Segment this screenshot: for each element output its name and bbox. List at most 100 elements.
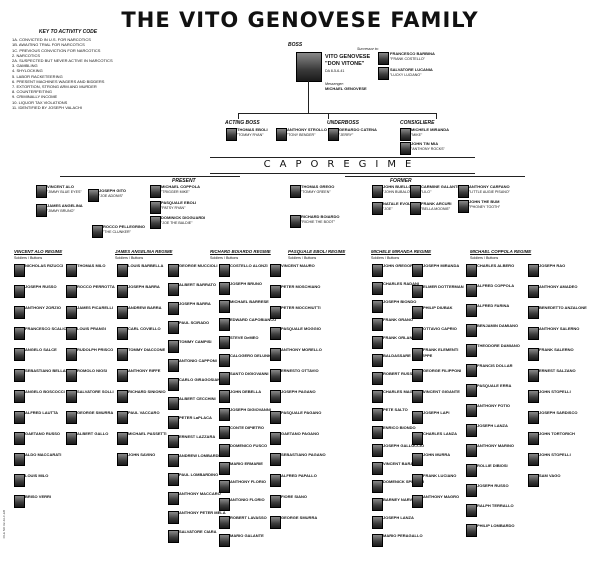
soldier-photo: [412, 348, 423, 361]
soldier-photo: [219, 354, 230, 367]
soldier-name: JOSEPH MIRANDA: [423, 263, 460, 268]
soldier-photo: [14, 369, 25, 382]
boss-connector: [308, 81, 309, 113]
soldier-name: SALVATORE SOLLI: [77, 389, 114, 394]
soldier-photo: [528, 327, 539, 340]
soldier-photo: [412, 453, 423, 466]
soldier-name: ALBERT BARRATO: [179, 282, 216, 287]
soldier-name: ANTHONY SALERNO: [539, 326, 580, 331]
capo-present-name: RICHARD BOIARDO: [301, 214, 340, 219]
soldier-name: ANDREW LOMBARDINO: [179, 453, 226, 458]
soldier-photo: [117, 390, 128, 403]
soldier-photo: [372, 390, 383, 403]
soldier-name: ANGELO SALCE: [25, 347, 57, 352]
soldier-name: VINCENT GIGANTE: [423, 389, 460, 394]
boss-label: BOSS: [288, 42, 303, 48]
soldier-photo: [66, 369, 77, 382]
soldier-name: FRANK GRANO: [383, 317, 413, 322]
soldier-name: ROBERT RUSSELLO: [383, 371, 423, 376]
regime-title: PASQUALE EBOLI REGIME: [288, 249, 346, 254]
soldier-name: GEORGE SMURRA: [281, 515, 318, 520]
capo-present-name: MICHAEL COPPOLA: [161, 184, 201, 189]
soldier-photo: [372, 300, 383, 313]
successor-alias-2: "LUCKY LUCIANO": [390, 73, 422, 77]
regime-subtitle: Soldiers / Buttons: [371, 256, 400, 260]
soldier-photo: [168, 378, 179, 391]
soldier-photo: [528, 390, 539, 403]
soldier-name: ANTONIO FLORIO: [230, 497, 265, 502]
soldier-photo: [372, 282, 383, 295]
soldier-photo: [219, 462, 230, 475]
soldier-photo: [412, 285, 423, 298]
caporegime-banner: CAPOREGIME: [263, 159, 421, 170]
capo-present-alias: "JIMMY BRUNO": [47, 209, 75, 213]
soldier-name: JOSEPH BARRA: [128, 284, 160, 289]
capo-former-name: CARMINE GALANTE: [421, 184, 461, 189]
acting-boss-photo: [226, 128, 237, 141]
assistant-photo: [276, 128, 287, 141]
soldier-name: PHILIP LOMBARDO: [477, 523, 515, 528]
capo-present-name: VINCENT ALO: [47, 184, 74, 189]
capo-present-photo: [36, 185, 47, 198]
soldier-name: ROCCO PERROTTA: [77, 284, 115, 289]
capo-former-name: FRANK ARCURI: [421, 201, 452, 206]
capo-former-alias: "JOE": [383, 207, 393, 211]
boss-code: DA 8-5-6-41: [325, 69, 345, 73]
soldier-photo: [66, 432, 77, 445]
soldier-photo: [466, 364, 477, 377]
soldier-name: FRANCIS DOLLAR: [477, 363, 513, 368]
soldier-name: GEORGE FILIPPONI: [423, 368, 462, 373]
soldier-photo: [466, 464, 477, 477]
capo-former-photo: [458, 200, 469, 213]
soldier-photo: [270, 327, 281, 340]
capo-former-name: NATALE EVOLA: [383, 201, 414, 206]
soldier-name: BENJAMIN DAMIANO: [477, 323, 519, 328]
soldier-photo: [14, 306, 25, 319]
soldier-photo: [372, 336, 383, 349]
soldier-photo: [219, 390, 230, 403]
activity-code-key: KEY TO ACTIVITY CODE 1A. CONVICTED IN U.…: [12, 29, 124, 110]
capo-present-name: THOMAS GREGO: [301, 184, 335, 189]
soldier-name: JOSEPH PAGANO: [281, 389, 316, 394]
soldier-name: ALFRED PAPALLO: [281, 473, 317, 478]
jt-photo: [400, 142, 411, 155]
soldier-photo: [117, 264, 128, 277]
soldier-name: ANTHONY FLORIO: [230, 479, 266, 484]
soldier-photo: [168, 530, 179, 543]
capo-present-photo: [88, 189, 99, 202]
soldier-name: MARIO GALANTE: [230, 533, 264, 538]
soldier-name: PETER LaPLACA: [179, 415, 212, 420]
soldier-photo: [412, 411, 423, 424]
soldier-photo: [66, 390, 77, 403]
key-item: 4. SHYLOCKING: [12, 68, 43, 74]
soldier-photo: [168, 283, 179, 296]
regime-title: MICHAEL COPPOLA REGIME: [470, 249, 532, 254]
capo-former-photo: [410, 202, 421, 215]
soldier-photo: [372, 516, 383, 529]
soldier-name: ANTHONY MAGRO: [423, 494, 460, 499]
soldier-photo: [270, 474, 281, 487]
soldier-photo: [219, 444, 230, 457]
capo-present-alias: "JOE THE BALDIE": [161, 221, 193, 225]
key-item: 3. GAMBLING: [12, 63, 38, 69]
soldier-name: ELMER DOTTERMAN: [423, 284, 464, 289]
capo-present-name: ROCCO PELLEGRINO: [103, 224, 146, 229]
soldier-name: ANTHONY RIFFE: [128, 368, 161, 373]
soldier-name: JOSEPH RAO: [539, 263, 566, 268]
soldier-photo: [117, 369, 128, 382]
soldier-photo: [219, 318, 230, 331]
regime-subtitle: Soldiers / Buttons: [14, 256, 43, 260]
key-item: 5. LABOR RACKETEERING: [12, 73, 63, 79]
soldier-name: GAETANO PAGANO: [281, 431, 320, 436]
soldier-photo: [219, 264, 230, 277]
successor-alias-1: "FRANK COSTELLO": [390, 57, 425, 61]
capo-present-photo: [290, 215, 301, 228]
soldier-name: VINCENT BARANO: [383, 461, 420, 466]
soldier-name: CHARLES ALBERO: [477, 263, 515, 268]
soldier-name: ANGELO BOSCOCCI: [25, 389, 65, 394]
soldier-photo: [117, 411, 128, 424]
soldier-name: ENRICO BIONDO: [383, 425, 416, 430]
consigliere-alias: "MIKE": [411, 133, 423, 137]
soldier-photo: [466, 484, 477, 497]
